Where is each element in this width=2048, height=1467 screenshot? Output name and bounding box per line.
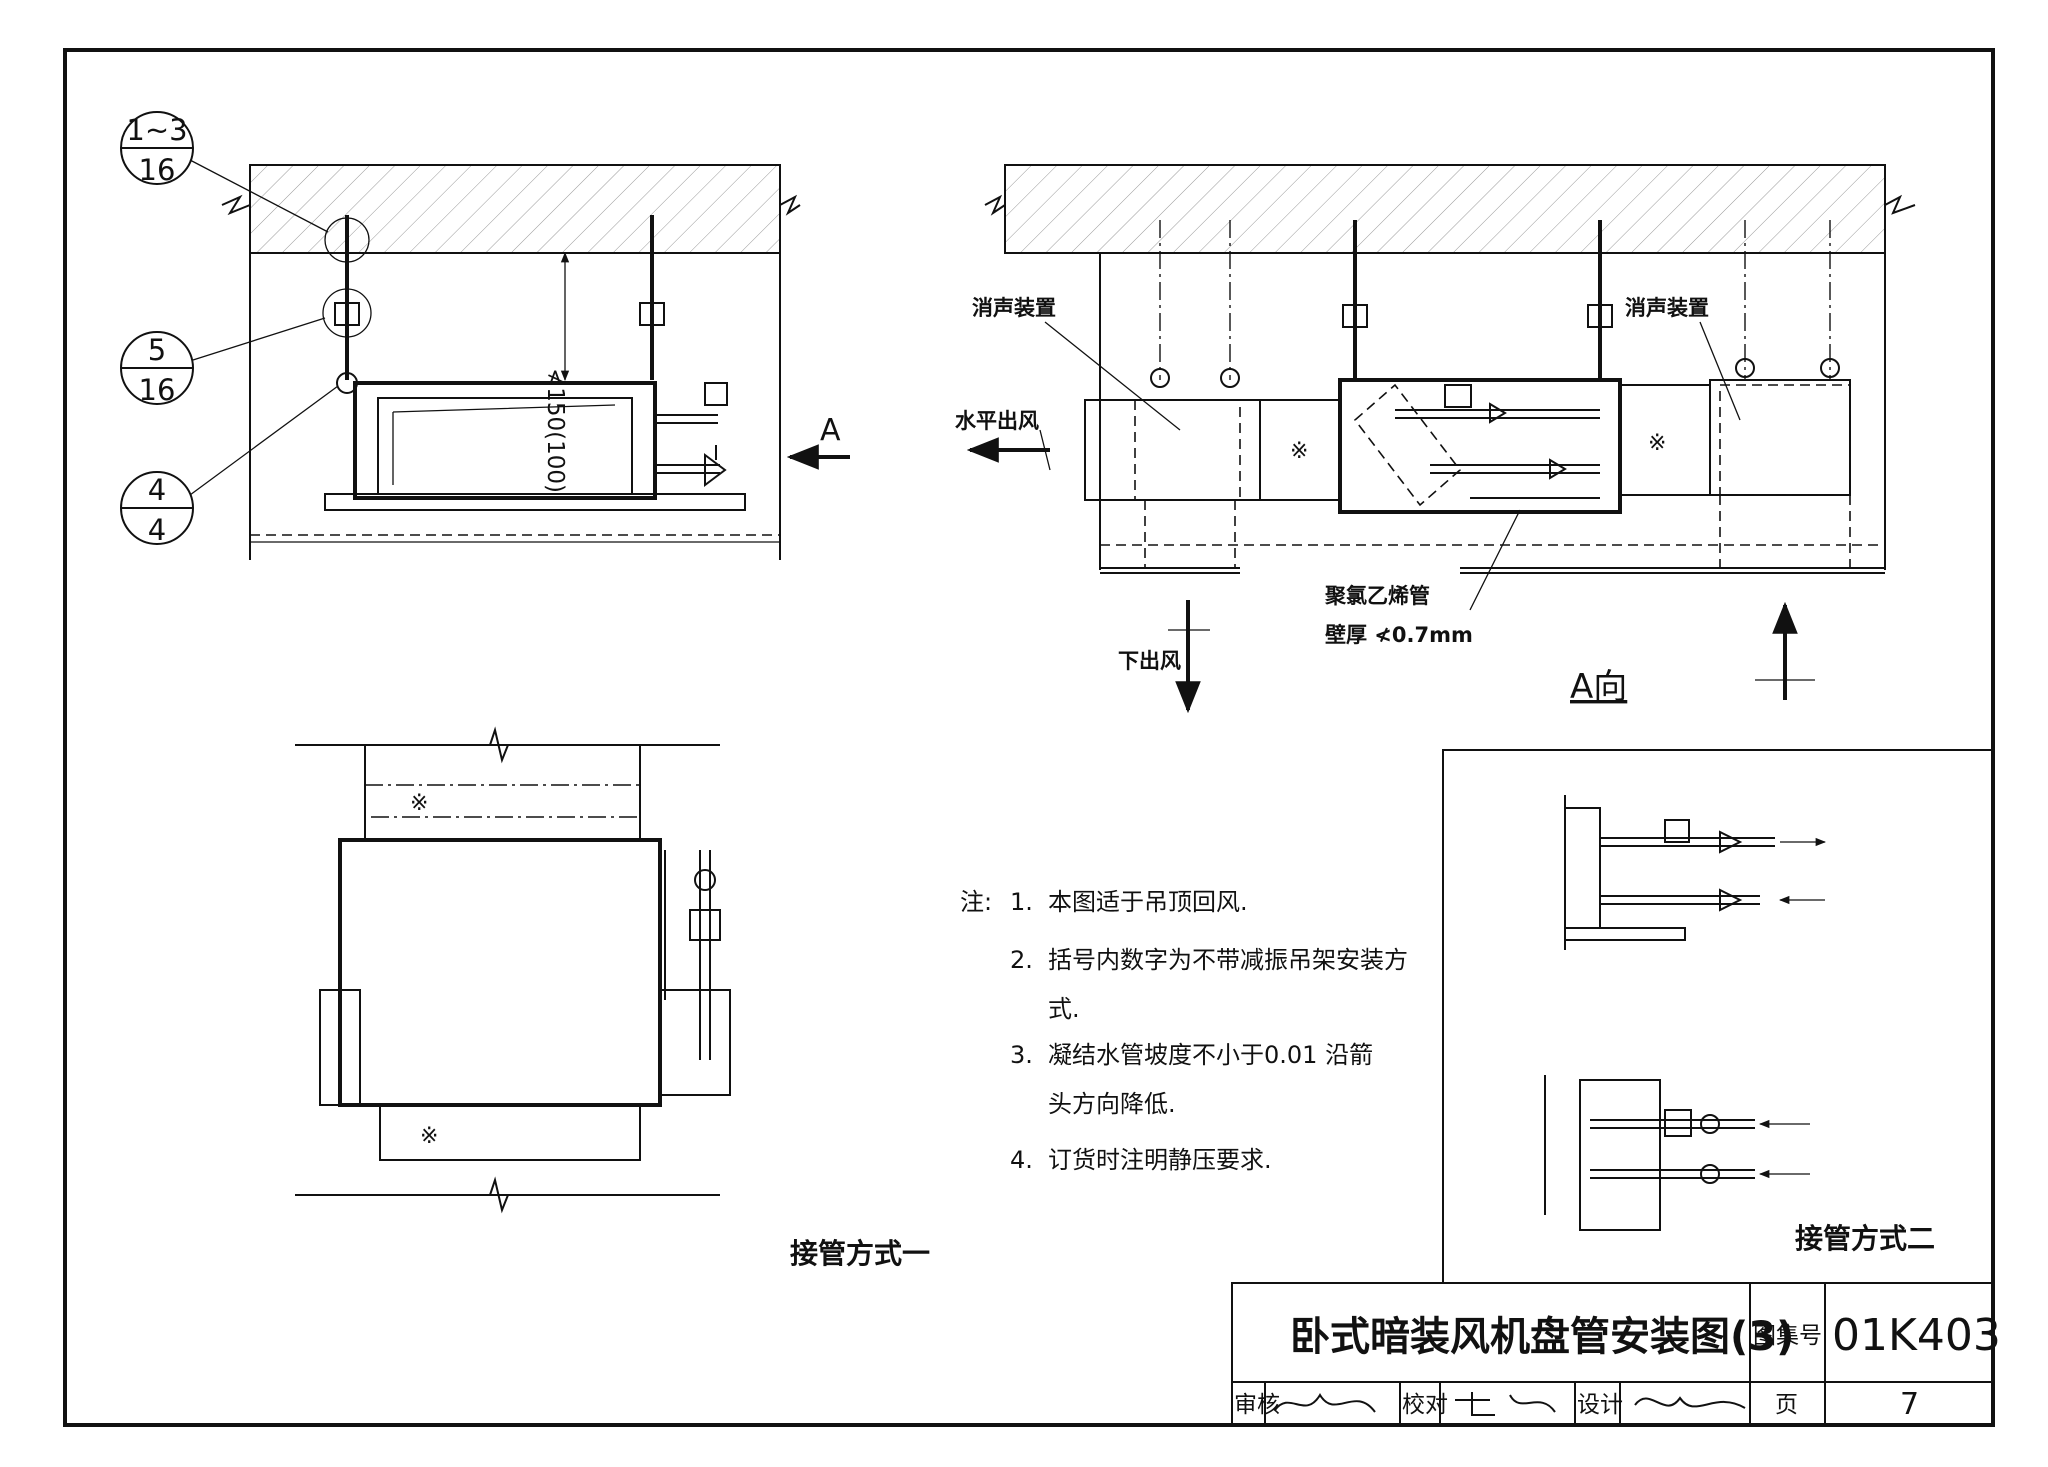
note-3-num: 3. xyxy=(1010,1041,1033,1069)
notes-heading: 注: xyxy=(960,888,992,916)
design-signature xyxy=(1634,1396,1746,1409)
svg-text:※: ※ xyxy=(1648,431,1666,456)
notes-block: 注: 1. 本图适于吊顶回风. 2. 括号内数字为不带减振吊架安装方 式. 3.… xyxy=(960,888,1408,1174)
muffler-left xyxy=(1084,399,1261,501)
note-2-line-2: 式. xyxy=(1048,995,1080,1023)
note-2-line-1: 括号内数字为不带减振吊架安装方 xyxy=(1048,946,1408,974)
atlas-label: 图集号 xyxy=(1753,1323,1822,1349)
piping-method-2-panel xyxy=(1442,749,1993,1283)
caption-piping-method-1: 接管方式一 xyxy=(790,1237,930,1270)
label-horizontal-outlet: 水平出风 xyxy=(955,409,1039,433)
side-elevation-view: ≮150(100) A xyxy=(221,164,850,560)
title-block: 卧式暗装风机盘管安装图(3) 图集号 01K403 审核 校对 设计 页 7 xyxy=(1231,1282,2001,1426)
atlas-number: 01K403 xyxy=(1832,1310,2001,1361)
callout-4-4: 4 4 xyxy=(120,385,339,547)
callout-2-top: 5 xyxy=(148,333,166,367)
design-label: 设计 xyxy=(1577,1392,1623,1418)
page-label: 页 xyxy=(1775,1392,1798,1418)
note-1-num: 1. xyxy=(1010,888,1033,916)
callout-1-3-16: 1~3 16 xyxy=(120,111,329,233)
label-arrow-a: A xyxy=(820,413,841,448)
note-4-line-1: 订货时注明静压要求. xyxy=(1048,1146,1272,1174)
svg-text:※: ※ xyxy=(1290,439,1308,464)
svg-text:※: ※ xyxy=(410,791,428,816)
callout-3-top: 4 xyxy=(148,473,166,507)
plan-view: ※ ※ xyxy=(295,726,731,1214)
callout-3-bottom: 4 xyxy=(148,513,166,547)
svg-text:※: ※ xyxy=(420,1124,438,1149)
note-4-num: 4. xyxy=(1010,1146,1033,1174)
fan-coil-unit-plan xyxy=(338,838,662,1107)
callout-2-bottom: 16 xyxy=(139,373,176,407)
review-signature xyxy=(1274,1393,1376,1413)
label-bottom-outlet: 下出风 xyxy=(1118,649,1181,673)
note-3-line-1: 凝结水管坡度不小于0.01 沿箭 xyxy=(1048,1041,1373,1069)
label-muffler-right: 消声装置 xyxy=(1625,296,1709,320)
fan-coil-unit-side xyxy=(353,381,657,500)
concrete-slab-right xyxy=(1004,164,1886,254)
note-2-num: 2. xyxy=(1010,946,1033,974)
label-pe-pipe: 聚氯乙烯管 xyxy=(1324,584,1430,608)
note-1-line-1: 本图适于吊顶回风. xyxy=(1048,888,1248,916)
label-muffler-left: 消声装置 xyxy=(972,296,1056,320)
callout-1-bottom: 16 xyxy=(139,153,176,187)
check-signature xyxy=(1455,1392,1556,1416)
note-3-line-2: 头方向降低. xyxy=(1048,1090,1176,1118)
page-number: 7 xyxy=(1900,1387,1919,1422)
drawing-frame xyxy=(63,48,1995,1427)
callout-5-16: 5 16 xyxy=(120,317,326,407)
review-label: 审核 xyxy=(1234,1392,1280,1418)
check-label: 校对 xyxy=(1402,1392,1448,1418)
drawing-title: 卧式暗装风机盘管安装图(3) xyxy=(1290,1314,1794,1360)
a-direction-view: ※ ※ 消声装置 消声装置 水平出风 下出风 聚氯乙烯管 壁厚 ≮0.7mm xyxy=(955,164,1916,714)
label-pe-wall-thickness: 壁厚 ≮0.7mm xyxy=(1325,623,1473,647)
concrete-slab-left xyxy=(249,164,781,254)
fan-coil-unit-front xyxy=(1338,378,1622,514)
drain-pan-side xyxy=(324,493,746,511)
dimension-hanger-gap: ≮150(100) xyxy=(542,368,568,493)
callout-1-top: 1~3 xyxy=(126,113,187,147)
caption-piping-method-2: 接管方式二 xyxy=(1795,1222,1935,1255)
label-view-a: A向 xyxy=(1570,667,1627,707)
